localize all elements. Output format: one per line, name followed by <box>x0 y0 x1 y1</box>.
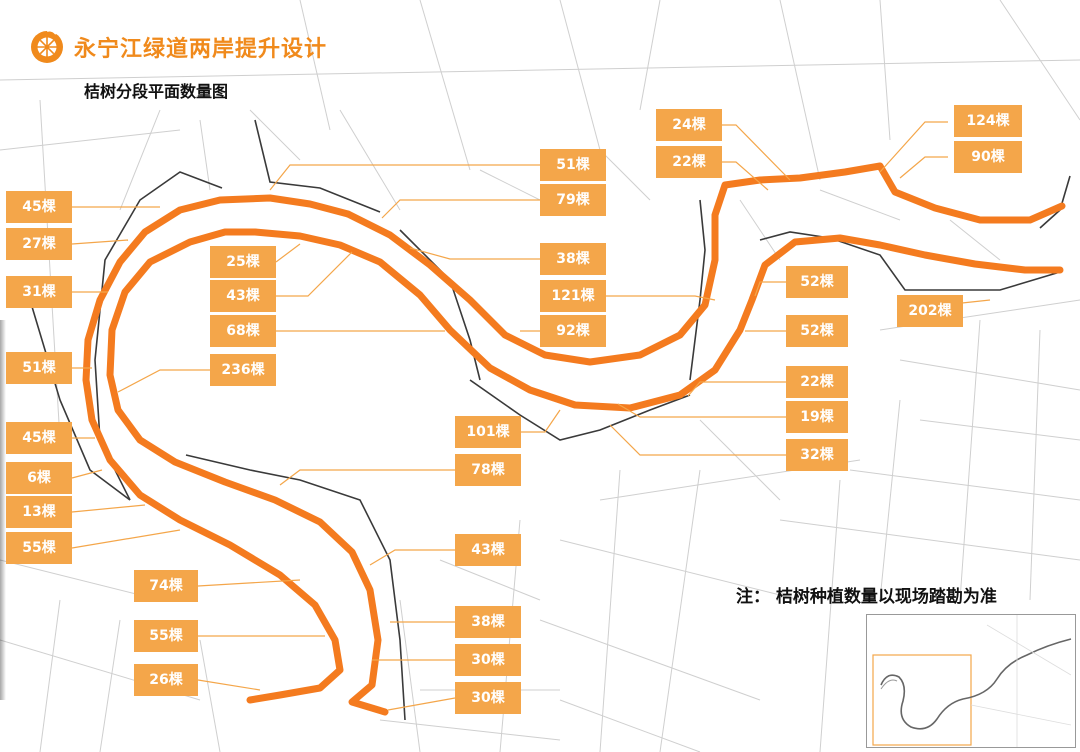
segment-label: 79棵 <box>540 184 606 216</box>
segment-label: 24棵 <box>656 109 722 141</box>
segment-label: 31棵 <box>6 276 72 308</box>
segment-label: 22棵 <box>786 366 848 398</box>
segment-label: 25棵 <box>210 246 276 278</box>
segment-label: 43棵 <box>210 280 276 312</box>
segment-label: 32棵 <box>786 439 848 471</box>
segment-label: 38棵 <box>455 606 521 638</box>
river-greenway-path <box>82 194 352 704</box>
river-greenway-path <box>344 162 1066 366</box>
segment-label: 30棵 <box>455 644 521 676</box>
segment-label: 13棵 <box>6 496 72 528</box>
map-subtitle: 桔树分段平面数量图 <box>84 82 229 101</box>
segment-label: 90棵 <box>954 141 1022 173</box>
segment-label: 6棵 <box>6 462 72 494</box>
segment-label: 22棵 <box>656 146 722 178</box>
segment-label: 27棵 <box>6 228 72 260</box>
edge-shadow <box>0 320 6 700</box>
segment-label: 236棵 <box>210 354 276 386</box>
segment-label: 52棵 <box>786 315 848 347</box>
segment-label: 30棵 <box>455 682 521 714</box>
segment-label: 101棵 <box>455 416 521 448</box>
segment-label: 121棵 <box>540 280 606 312</box>
orange-slice-icon <box>31 30 63 63</box>
segment-label: 26棵 <box>134 664 198 696</box>
segment-label: 68棵 <box>210 315 276 347</box>
page-title: 永宁江绿道两岸提升设计 <box>74 37 328 62</box>
segment-label: 51棵 <box>6 352 72 384</box>
segment-label: 124棵 <box>954 105 1022 137</box>
segment-label: 38棵 <box>540 243 606 275</box>
segment-label: 55棵 <box>134 620 198 652</box>
segment-label: 43棵 <box>455 534 521 566</box>
segment-label: 202棵 <box>897 295 963 327</box>
planting-note: 注： 桔树种植数量以现场踏勘为准 <box>736 587 997 607</box>
segment-label: 51棵 <box>540 149 606 181</box>
segment-label: 74棵 <box>134 570 198 602</box>
page-header: 永宁江绿道两岸提升设计 <box>30 30 327 64</box>
segment-label: 55棵 <box>6 532 72 564</box>
segment-label: 45棵 <box>6 191 72 223</box>
river-greenway-path <box>251 228 1064 412</box>
leader-lines <box>71 121 991 711</box>
segment-label: 52棵 <box>786 266 848 298</box>
inset-map-drawing <box>872 615 1072 747</box>
inset-map <box>866 614 1076 748</box>
segment-label: 45棵 <box>6 422 72 454</box>
segment-label: 19棵 <box>786 401 848 433</box>
segment-label: 92棵 <box>540 315 606 347</box>
segment-label: 78棵 <box>455 454 521 486</box>
river-greenway-path <box>106 228 389 716</box>
